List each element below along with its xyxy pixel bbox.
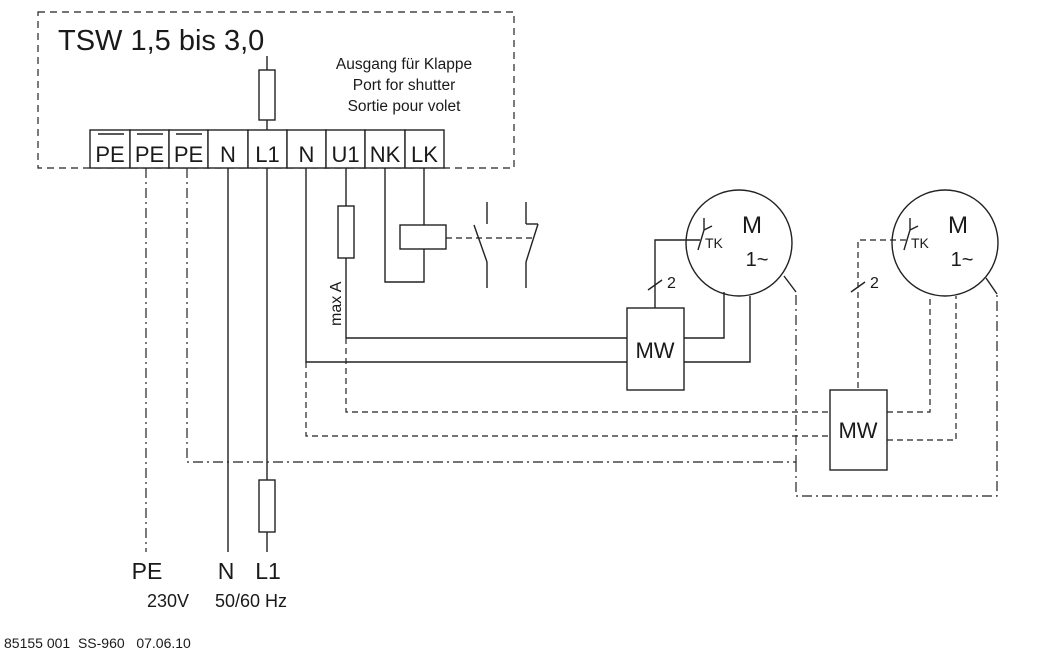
n-to-mw2 xyxy=(305,362,830,437)
terminal-label-pe-2: PE xyxy=(135,142,164,167)
mw1-motor-lead-2 xyxy=(684,296,751,363)
motor-2-label: M xyxy=(948,212,968,239)
u1-fuse xyxy=(337,205,355,259)
terminal-strip: PE PE PE N L1 N U1 NK LK xyxy=(89,129,445,169)
shutter-port-label-fr: Sortie pour volet xyxy=(348,98,462,115)
pe-to-motor-2 xyxy=(795,294,998,497)
supply-label-n: N xyxy=(218,558,235,584)
motor-1-tk-switch xyxy=(697,218,713,251)
shutter-port-label-de: Ausgang für Klappe xyxy=(336,56,472,73)
motor-2-tk-label: TK xyxy=(911,235,930,251)
max-current-label: max A xyxy=(328,281,345,326)
terminal-label-u1: U1 xyxy=(331,142,359,167)
supply-voltage: 230V xyxy=(147,591,189,611)
supply-fuse xyxy=(258,479,276,533)
terminal-pe-3 xyxy=(168,129,209,169)
terminal-n-2 xyxy=(286,129,327,169)
controller-title: TSW 1,5 bis 3,0 xyxy=(58,25,264,57)
terminal-n-1 xyxy=(207,129,249,169)
terminal-u1 xyxy=(325,129,366,169)
terminal-lk xyxy=(404,129,445,169)
motor-1 xyxy=(685,189,793,297)
pe-to-motor-1 xyxy=(186,168,797,463)
motor-2-tk-lead xyxy=(857,239,906,390)
u1-to-mw2 xyxy=(345,338,830,413)
internal-fuse xyxy=(258,69,276,121)
supply-label-pe: PE xyxy=(132,558,163,584)
terminal-label-n-1: N xyxy=(220,142,236,167)
supply-label-l1: L1 xyxy=(255,558,281,584)
shutter-port-label-en: Port for shutter xyxy=(353,77,456,94)
mw-module-1-label: MW xyxy=(635,338,674,363)
relay-coil xyxy=(399,224,447,250)
motor-1-label: M xyxy=(742,212,762,239)
motor-1-pe-tab xyxy=(783,275,797,293)
terminal-label-l1: L1 xyxy=(255,142,279,167)
motor-2 xyxy=(891,189,999,297)
n-to-mw1 xyxy=(305,168,627,363)
motor-1-tk-label: TK xyxy=(705,235,724,251)
document-reference: 85155 001 SS-960 07.06.10 xyxy=(4,635,191,651)
terminal-label-nk: NK xyxy=(370,142,401,167)
motor-1-phase: 1~ xyxy=(746,249,769,271)
motor-1-wire-count: 2 xyxy=(667,275,676,292)
mw-module-1 xyxy=(626,307,685,391)
motor-2-phase: 1~ xyxy=(951,249,974,271)
mw2-motor-lead-1 xyxy=(887,296,931,413)
motor-2-wire-tick xyxy=(850,281,866,293)
relay-contact-1-blade xyxy=(473,224,488,263)
mw-module-2-label: MW xyxy=(838,418,877,443)
mw1-motor-lead-1 xyxy=(684,292,725,339)
terminal-label-n-2: N xyxy=(299,142,315,167)
motor-2-wire-count: 2 xyxy=(870,275,879,292)
mw2-motor-lead-2 xyxy=(887,296,957,441)
terminal-label-pe-1: PE xyxy=(95,142,124,167)
terminal-label-pe-3: PE xyxy=(174,142,203,167)
terminal-label-lk: LK xyxy=(411,142,438,167)
relay-contact-2-blade xyxy=(525,223,539,263)
terminal-pe-2 xyxy=(129,129,170,169)
mw-module-2 xyxy=(829,389,888,471)
motor-2-pe-tab xyxy=(985,277,998,295)
motor-2-tk-switch xyxy=(903,218,919,251)
motor-1-wire-tick xyxy=(647,279,663,291)
supply-frequency: 50/60 Hz xyxy=(215,591,287,611)
